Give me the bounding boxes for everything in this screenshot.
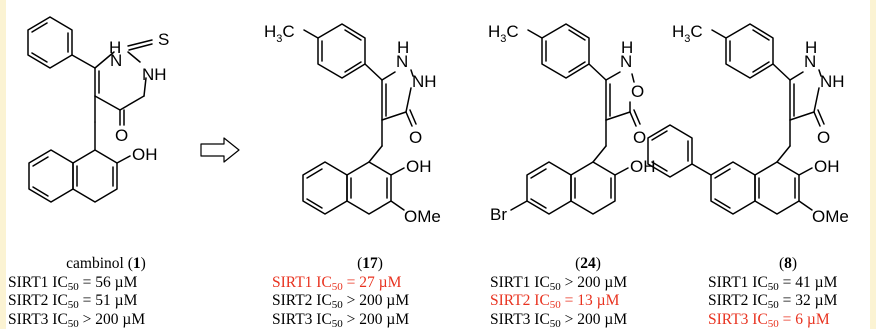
atom-label: H [109,38,121,57]
caption-cambinol: cambinol (1) SIRT1 IC50 = 56 µM SIRT2 IC… [8,255,204,329]
caption-8: (8) SIRT1 IC50 = 41 µM SIRT2 IC50 = 32 µ… [708,255,868,329]
atom-label: O [633,128,646,147]
atom-label: OMe [404,207,441,226]
atom-label: NH [142,65,167,84]
structure-24 [510,23,641,215]
atom-label: O [631,82,644,101]
arrow-icon [200,137,240,163]
ic50-row: SIRT2 IC50 = 51 µM [8,292,138,311]
atom-label: OH [630,157,656,176]
ic50-row: SIRT1 IC50 > 200 µM [490,273,628,293]
compound-name: (17) [357,255,383,272]
atom-label: N [396,52,408,71]
atom-label: H [621,38,633,57]
ic50-row: SIRT1 IC50 = 56 µM [8,273,138,293]
caption-17: (17) SIRT1 IC50 = 27 µM SIRT2 IC50 > 200… [272,255,468,329]
atom-label: H [805,38,817,57]
atom-label: N [110,51,122,70]
ic50-row: SIRT3 IC50 > 200 µM [272,310,410,329]
atom-label: NH [820,72,845,91]
compound-name: (8) [778,255,798,272]
figure-panel: H N S NH O OH H3C H N [6,0,870,329]
atom-label: N [620,52,632,71]
ic50-row: SIRT2 IC50 = 32 µM [708,292,838,311]
compound-name: cambinol (1) [66,255,146,272]
structure-8 [647,23,825,215]
structures-canvas: H N S NH O OH H3C H N [27,16,849,226]
atom-label: H3C [672,22,703,45]
atom-label: Br [490,205,507,224]
atom-label: O [115,126,128,145]
atom-label: S [158,30,169,49]
atom-label: OH [406,157,432,176]
atom-label: NH [412,72,437,91]
atom-label: H3C [488,22,519,45]
atom-label: OMe [812,207,849,226]
atom-label: O [409,128,422,147]
atom-label: N [804,52,816,71]
ic50-row: SIRT1 IC50 = 41 µM [708,273,838,293]
atom-label: H3C [264,22,295,45]
ic50-row-highlight: SIRT1 IC50 = 27 µM [272,273,402,293]
atom-label: OH [814,157,840,176]
atom-label: O [817,128,830,147]
ic50-row: SIRT3 IC50 > 200 µM [490,310,628,329]
compound-name: (24) [575,255,601,272]
ic50-row-highlight: SIRT2 IC50 = 13 µM [490,292,620,311]
caption-24: (24) SIRT1 IC50 > 200 µM SIRT2 IC50 = 13… [490,255,686,329]
structure-cambinol [27,16,153,203]
atom-label: OH [132,145,158,164]
structure-17 [302,23,417,215]
ic50-row-highlight: SIRT3 IC50 = 6 µM [708,310,830,329]
atom-label: H [397,38,409,57]
ic50-row: SIRT3 IC50 > 200 µM [8,310,146,329]
ic50-row: SIRT2 IC50 > 200 µM [272,292,410,311]
